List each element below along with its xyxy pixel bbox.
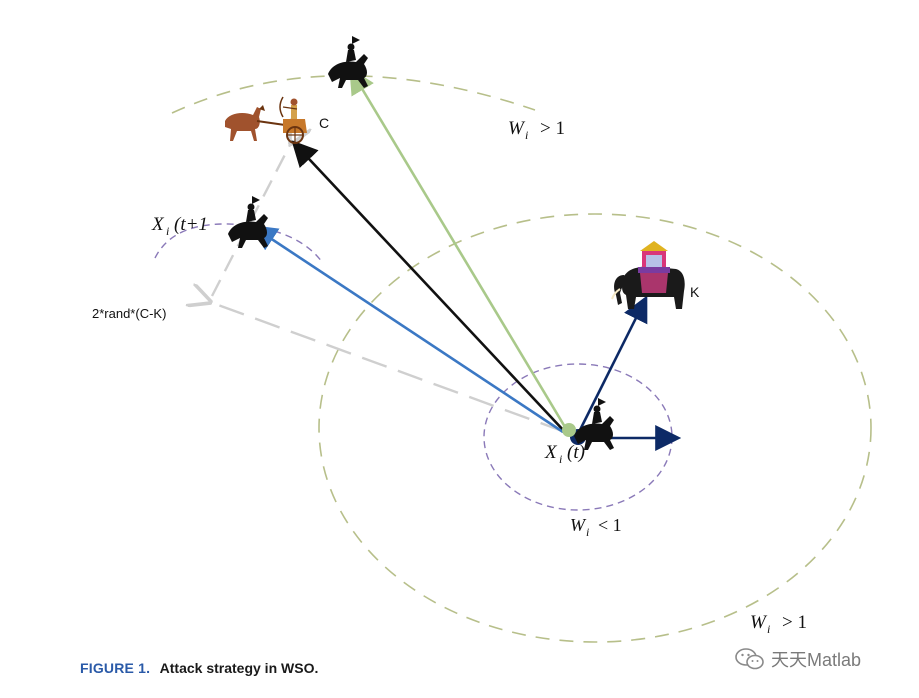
w-outer-rel: > 1 [782, 612, 807, 633]
w-inner-rel: < 1 [598, 515, 622, 535]
green-vector [349, 67, 570, 433]
war-elephant-icon [611, 241, 685, 309]
black-vector [291, 140, 566, 433]
figure-caption-text: Attack strategy in WSO. [159, 660, 319, 676]
label-x-current: X i (t) [544, 442, 585, 466]
watermark: 天天Matlab [735, 646, 861, 672]
w-top-main: W [508, 118, 526, 139]
top-dashed-arc [171, 74, 536, 114]
x-curr-arg: (t) [567, 442, 585, 463]
w-inner-sub: i [586, 525, 589, 539]
w-outer-sub: i [767, 622, 770, 636]
wechat-icon [735, 648, 764, 670]
x-next-main: X [151, 214, 165, 235]
label-x-next: X i (t+1 [151, 214, 208, 238]
x-next-arg: (t+1 [174, 214, 208, 235]
w-top-sub: i [525, 128, 528, 142]
label-w-outer: W i > 1 [750, 612, 807, 636]
w-inner-main: W [570, 515, 587, 535]
label-c: C [319, 115, 329, 131]
chariot-archer-icon [225, 96, 307, 144]
w-outer-main: W [750, 612, 768, 633]
label-k: K [690, 284, 700, 300]
w-top-rel: > 1 [540, 118, 565, 139]
blue-vector [250, 225, 564, 434]
watermark-text: 天天Matlab [771, 650, 862, 670]
label-w-inner: W i < 1 [570, 515, 622, 539]
figure-caption: FIGURE 1. Attack strategy in WSO. [80, 660, 318, 676]
x-curr-sub: i [559, 452, 562, 466]
center-point-green [562, 423, 576, 437]
horse-rider-icon [574, 398, 614, 450]
label-w-top: W i > 1 [508, 118, 565, 142]
gray-dashed-vector-long [210, 302, 566, 434]
x-next-sub: i [166, 224, 169, 238]
horse-rider-icon [228, 196, 268, 248]
outer-dashed-ellipse [318, 213, 872, 643]
label-rand-expression: 2*rand*(C-K) [92, 306, 166, 321]
x-curr-main: X [544, 442, 558, 463]
navy-vector-to-k [578, 295, 648, 431]
horse-rider-icon [328, 36, 368, 88]
figure-label: FIGURE 1. [80, 660, 151, 676]
